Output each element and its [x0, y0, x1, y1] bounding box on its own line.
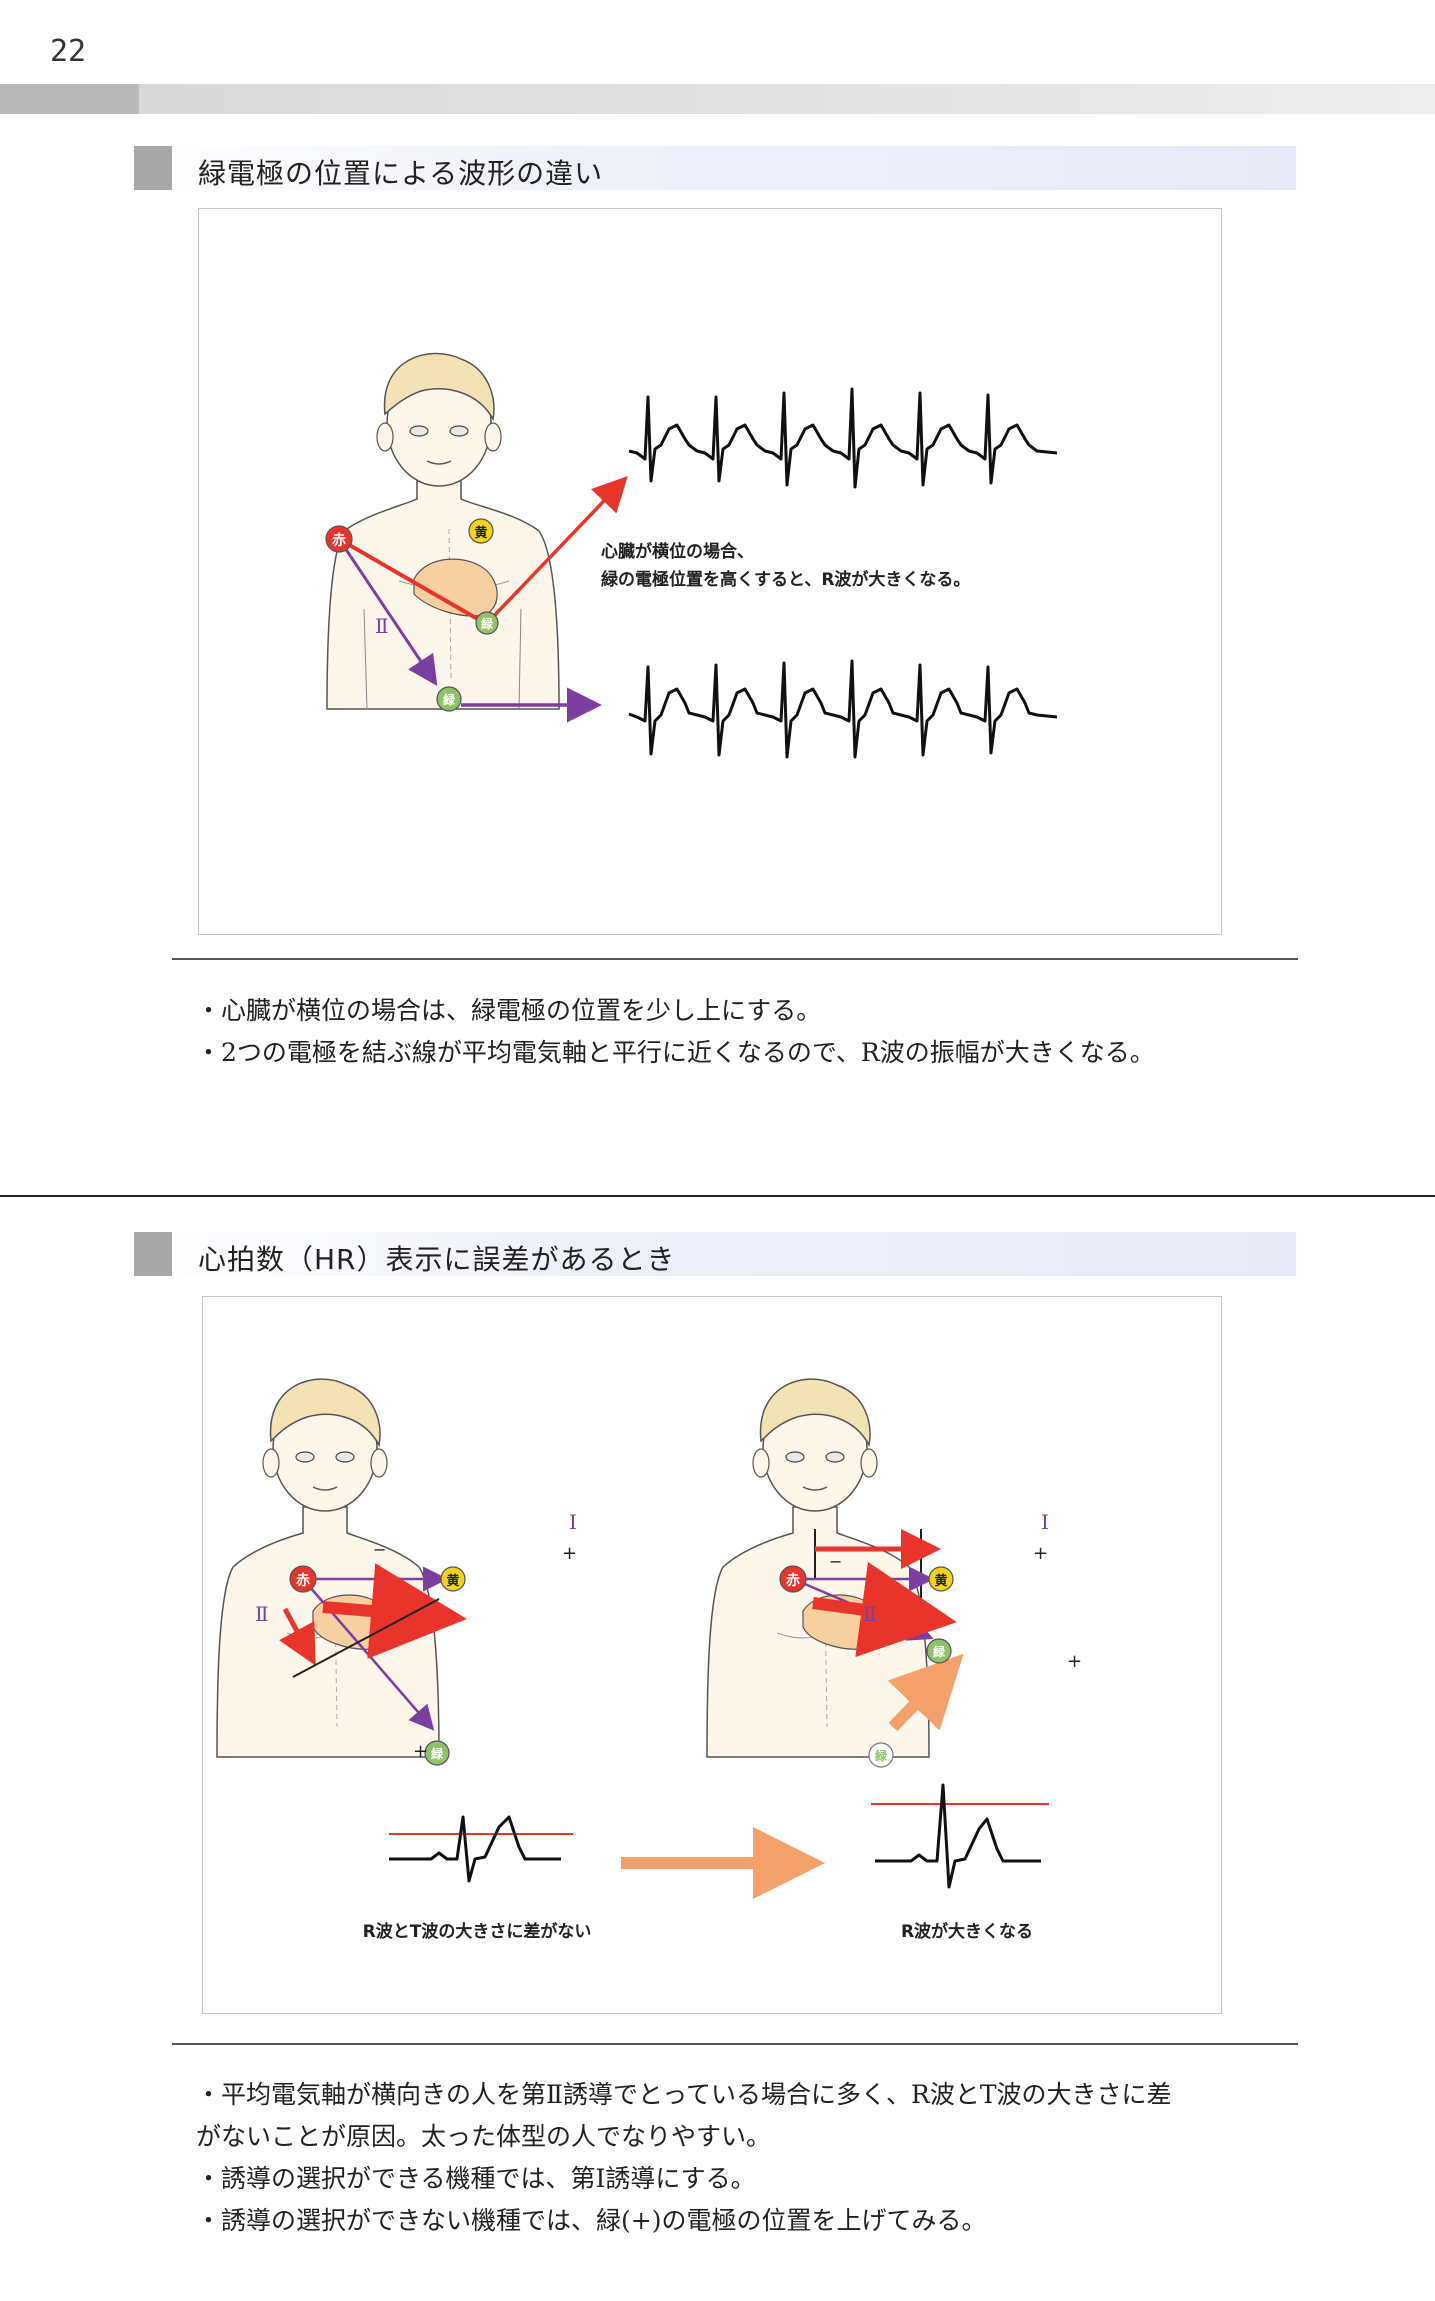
bullet-item: ・誘導の選択ができる機種では、第Ⅰ誘導にする。: [196, 2164, 756, 2193]
svg-text:黄: 黄: [474, 525, 487, 541]
electrode-green-high: 緑: [475, 611, 499, 635]
section-rule-2: [172, 2043, 1298, 2045]
electrode-red: 赤: [325, 525, 353, 553]
plus-sign: +: [413, 1741, 428, 1762]
section-header-2: 心拍数（HR）表示に誤差があるとき: [134, 1232, 1296, 1276]
section-marker: [134, 1232, 172, 1276]
section-rule-1: [172, 958, 1298, 960]
arrow-to-upper-ecg: [489, 475, 628, 621]
svg-text:緑: 緑: [481, 616, 494, 631]
svg-text:赤: 赤: [786, 1573, 800, 1589]
section-title-2: 心拍数（HR）表示に誤差があるとき: [198, 1243, 676, 1276]
electrode-green-raised: 緑: [926, 1638, 952, 1664]
bullet-list-1: ・心臓が横位の場合は、緑電極の位置を少し上にする。 ・2つの電極を結ぶ線が平均電…: [196, 990, 1155, 1074]
ecg-complex-left: [389, 1815, 561, 1883]
plus-sign: +: [1033, 1543, 1048, 1564]
figure-electrode-position-illustration: 赤 黄 緑 緑 Ⅱ 心臓が横位の場合、 緑の電極位置を高くすると、R波が大きくな…: [325, 352, 1058, 759]
ecg-complex-right: [875, 1783, 1041, 1889]
figure-hr-error: 赤 黄 緑 I Ⅱ − + +: [202, 1296, 1222, 2014]
section-marker: [134, 146, 172, 190]
person-illustration-right: [706, 1378, 930, 1758]
bullet-list-2: ・平均電気軸が横向きの人を第Ⅱ誘導でとっている場合に多く、R波とT波の大きさに差…: [196, 2074, 1172, 2242]
lead-II-label-right: Ⅱ: [863, 1602, 877, 1626]
ecg-trace-large-r: [628, 387, 1058, 489]
projection-arrow-left: [279, 1607, 316, 1666]
svg-text:赤: 赤: [296, 1573, 310, 1589]
section-header-1: 緑電極の位置による波形の違い: [134, 146, 1296, 190]
electrode-red-left: 赤: [289, 1565, 317, 1593]
plus-sign: +: [1067, 1651, 1082, 1672]
lead-II-label: Ⅱ: [375, 614, 389, 638]
bullet-item: ・2つの電極を結ぶ線が平均電気軸と平行に近くなるので、R波の振幅が大きくなる。: [196, 1038, 1155, 1067]
bullet-item: ・心臓が横位の場合は、緑電極の位置を少し上にする。: [196, 996, 822, 1025]
projection-line-left: [292, 1598, 440, 1678]
section-title-1: 緑電極の位置による波形の違い: [198, 157, 604, 190]
page-number: 22: [50, 34, 87, 69]
section-divider: [0, 1195, 1435, 1197]
left-caption: R波とT波の大きさに差がない: [363, 1921, 592, 1942]
lead-I-label-right: I: [1041, 1510, 1049, 1534]
electrode-red-right: 赤: [779, 1565, 807, 1593]
plus-sign: +: [562, 1543, 577, 1564]
svg-text:緑: 緑: [431, 1746, 444, 1761]
electrical-axis-arrow-left: [322, 1563, 467, 1659]
electrode-green-left: 緑: [424, 1740, 450, 1766]
heart-shape: [413, 558, 498, 617]
person-illustration: [326, 352, 560, 710]
lead-II-arrow: [337, 538, 438, 686]
minus-sign: −: [829, 1552, 842, 1571]
person-illustration-left: [216, 1378, 440, 1758]
svg-text:緑: 緑: [933, 1644, 946, 1659]
red-to-green-arrow: [337, 537, 483, 623]
figure-electrode-position: 赤 黄 緑 緑 Ⅱ 心臓が横位の場合、 緑の電極位置を高くすると、R波が大きくな…: [198, 208, 1222, 935]
svg-text:緑: 緑: [875, 1748, 888, 1763]
figure-caption-line-1: 心臓が横位の場合、: [601, 541, 754, 562]
bullet-item: ・平均電気軸が横向きの人を第Ⅱ誘導でとっている場合に多く、R波とT波の大きさに差: [196, 2080, 1172, 2109]
svg-text:黄: 黄: [446, 1573, 459, 1589]
electrode-green-original: 緑: [868, 1742, 894, 1768]
svg-text:赤: 赤: [332, 533, 346, 549]
figure-caption-line-2: 緑の電極位置を高くすると、R波が大きくなる。: [601, 569, 970, 590]
figure-hr-error-illustration: 赤 黄 緑 I Ⅱ − + +: [216, 1378, 1082, 1942]
svg-text:緑: 緑: [443, 692, 456, 707]
bullet-item: がないことが原因。太った体型の人でなりやすい。: [196, 2122, 772, 2151]
minus-sign: −: [373, 1540, 386, 1559]
electrode-yellow-left: 黄: [440, 1566, 466, 1592]
lead-I-label-left: I: [569, 1510, 577, 1534]
right-caption: R波が大きくなる: [901, 1921, 1033, 1942]
bullet-item: ・誘導の選択ができない機種では、緑(+)の電極の位置を上げてみる。: [196, 2206, 987, 2235]
header-band: [0, 84, 1435, 114]
electrical-axis-arrow-right: [812, 1561, 957, 1658]
electrode-yellow-right: 黄: [928, 1566, 954, 1592]
ecg-trace-small-r: [628, 659, 1058, 759]
svg-text:黄: 黄: [934, 1573, 947, 1589]
electrode-green-low: 緑: [436, 686, 462, 712]
move-electrode-arrow: [887, 1653, 964, 1732]
electrode-yellow: 黄: [468, 518, 494, 544]
lead-II-label-left: Ⅱ: [255, 1602, 269, 1626]
